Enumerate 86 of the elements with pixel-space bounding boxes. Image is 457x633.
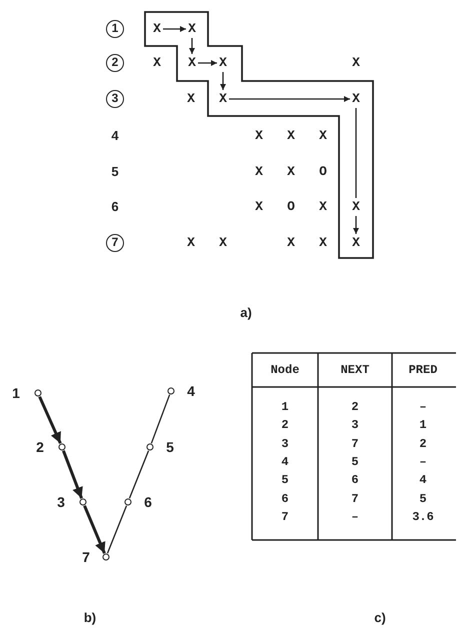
table-header: PRED [408, 363, 438, 377]
table-cell: 2 [281, 418, 289, 432]
matrix-entry: X [219, 56, 227, 70]
row-number: 5 [111, 165, 119, 179]
matrix-entry: O [319, 165, 327, 179]
matrix-entry: X [188, 56, 196, 70]
arrow [62, 450, 83, 499]
line [128, 450, 150, 499]
table-cell: 5 [419, 492, 427, 506]
matrix-entry: X [352, 200, 360, 214]
table-cell: 7 [351, 436, 359, 451]
matrix-entry: X [352, 56, 360, 70]
matrix-entry: X [255, 165, 263, 179]
table-cell: 6 [281, 492, 289, 506]
arrow [220, 72, 226, 90]
matrix-entry: O [287, 200, 295, 214]
table-cell: 2 [419, 436, 427, 451]
table-cell: 3 [351, 418, 359, 432]
table-cell: 4 [281, 454, 289, 469]
arrow [38, 396, 62, 444]
arrow [353, 216, 359, 234]
table-cell: – [351, 510, 359, 524]
node-number: 3 [57, 495, 65, 509]
table-cell: 6 [351, 473, 359, 488]
table-cell: – [419, 454, 427, 469]
table-cell: 5 [281, 473, 289, 488]
matrix-entry: X [153, 56, 161, 70]
table-cell: 7 [351, 492, 359, 506]
graph-node [168, 388, 174, 394]
matrix-entry: X [255, 129, 263, 143]
table-cell: 2 [351, 400, 359, 414]
matrix-entry: X [255, 200, 263, 214]
table-cell: – [419, 400, 427, 414]
node-number: 2 [36, 440, 44, 454]
row-number: 4 [111, 129, 119, 143]
line [106, 505, 128, 554]
table-cell: 1 [419, 418, 427, 432]
matrix-entry: X [352, 236, 360, 250]
table-cell: 7 [281, 510, 289, 524]
matrix-entry: X [153, 22, 161, 36]
graph-node [102, 554, 110, 560]
matrix-entry: X [287, 129, 295, 143]
graph-node [146, 444, 154, 450]
table-header: NEXT [340, 363, 370, 377]
matrix-entry: X [319, 200, 327, 214]
matrix-entry: X [319, 129, 327, 143]
panel-label: c) [374, 611, 386, 625]
graph-node [34, 390, 42, 396]
matrix-entry: X [188, 22, 196, 36]
node-number: 1 [12, 386, 20, 400]
table-header: Node [270, 363, 300, 377]
table-cell: 1 [281, 400, 289, 414]
table-cell: 5 [351, 454, 359, 469]
matrix-entry: X [219, 92, 227, 106]
circled-row-number: 1 [106, 20, 124, 38]
arrow [189, 38, 195, 54]
node-number: 4 [187, 384, 195, 398]
matrix-entry: X [352, 92, 360, 106]
panel-label: b) [84, 611, 96, 625]
matrix-entry: X [319, 236, 327, 250]
node-number: 5 [166, 440, 174, 454]
node-number: 7 [82, 550, 90, 564]
matrix-entry: X [187, 92, 195, 106]
matrix-entry: X [287, 165, 295, 179]
arrow [198, 60, 217, 66]
arrow [163, 26, 186, 32]
graph-node [80, 498, 86, 506]
graph-node [58, 444, 66, 450]
matrix-entry: X [187, 236, 195, 250]
matrix-entry: X [219, 236, 227, 250]
table-cell: 3 [281, 436, 289, 451]
outlined-band [143, 10, 375, 260]
arrow [229, 96, 350, 102]
arrow [83, 505, 106, 554]
line [355, 108, 357, 198]
table-cell: 3.6 [412, 510, 434, 524]
circled-row-number: 7 [106, 234, 124, 252]
table-cell: 4 [419, 473, 427, 488]
row-number: 6 [111, 200, 119, 214]
circled-row-number: 2 [106, 54, 124, 72]
circled-row-number: 3 [106, 90, 124, 108]
matrix-entry: X [287, 236, 295, 250]
node-number: 6 [144, 495, 152, 509]
line [150, 394, 170, 444]
graph-node [124, 498, 132, 506]
panel-label: a) [240, 306, 252, 320]
